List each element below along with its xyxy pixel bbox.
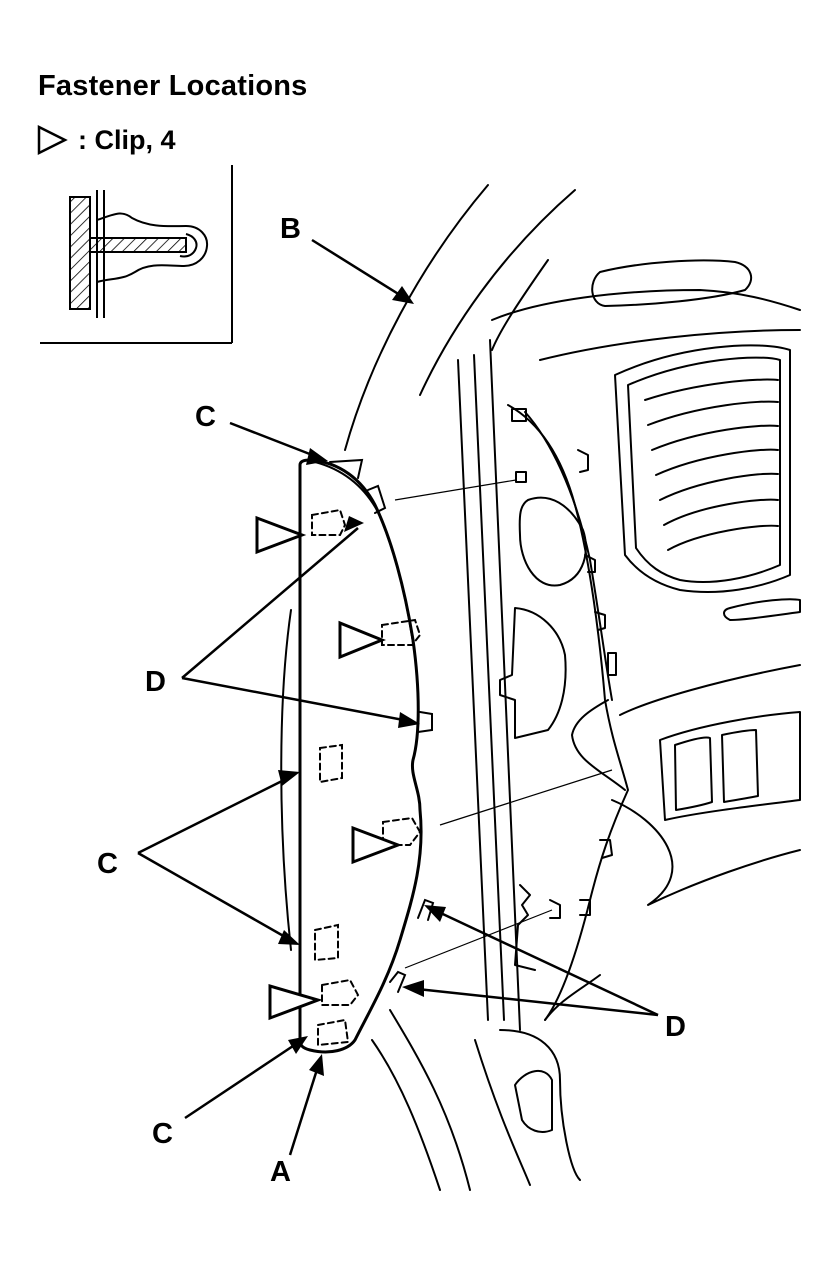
leader-arrows (137, 238, 659, 1156)
leader-d-3 (429, 906, 659, 1017)
arrowheads (278, 286, 446, 1076)
triangle-clip-icon (37, 124, 68, 156)
callout-b: B (280, 213, 301, 245)
leader-c-mid-2 (137, 851, 295, 944)
clip-triangle-icon (351, 825, 403, 865)
callout-d-left: D (145, 666, 166, 698)
legend-label: : Clip, 4 (78, 124, 176, 155)
legend: : Clip, 4 (36, 124, 176, 156)
clip-triangle-icon (338, 620, 386, 660)
vent-louvers (644, 378, 779, 551)
clip-triangle-markers (255, 515, 403, 1021)
pillar-trim-panel (298, 458, 423, 1054)
leader-b (311, 238, 409, 302)
leader-d-4 (407, 986, 659, 1017)
page-title: Fastener Locations (38, 70, 308, 102)
leader-a (288, 1059, 322, 1156)
leader-d-2 (181, 676, 415, 724)
clip-detail-inset (40, 165, 233, 344)
leader-d-1 (181, 527, 359, 679)
leader-c-top (229, 421, 321, 460)
callout-c-middle: C (97, 848, 118, 880)
leader-c-mid-1 (137, 773, 295, 855)
clip-triangle-icon (255, 515, 307, 555)
callout-c-top: C (195, 401, 216, 433)
callout-d-right: D (665, 1011, 686, 1043)
leader-c-bottom (184, 1038, 303, 1120)
callout-a: A (270, 1156, 291, 1188)
vehicle-body-background (344, 184, 801, 1191)
callout-c-bottom: C (152, 1118, 173, 1150)
alignment-lines (394, 479, 613, 969)
clip-triangle-icon (268, 984, 323, 1021)
